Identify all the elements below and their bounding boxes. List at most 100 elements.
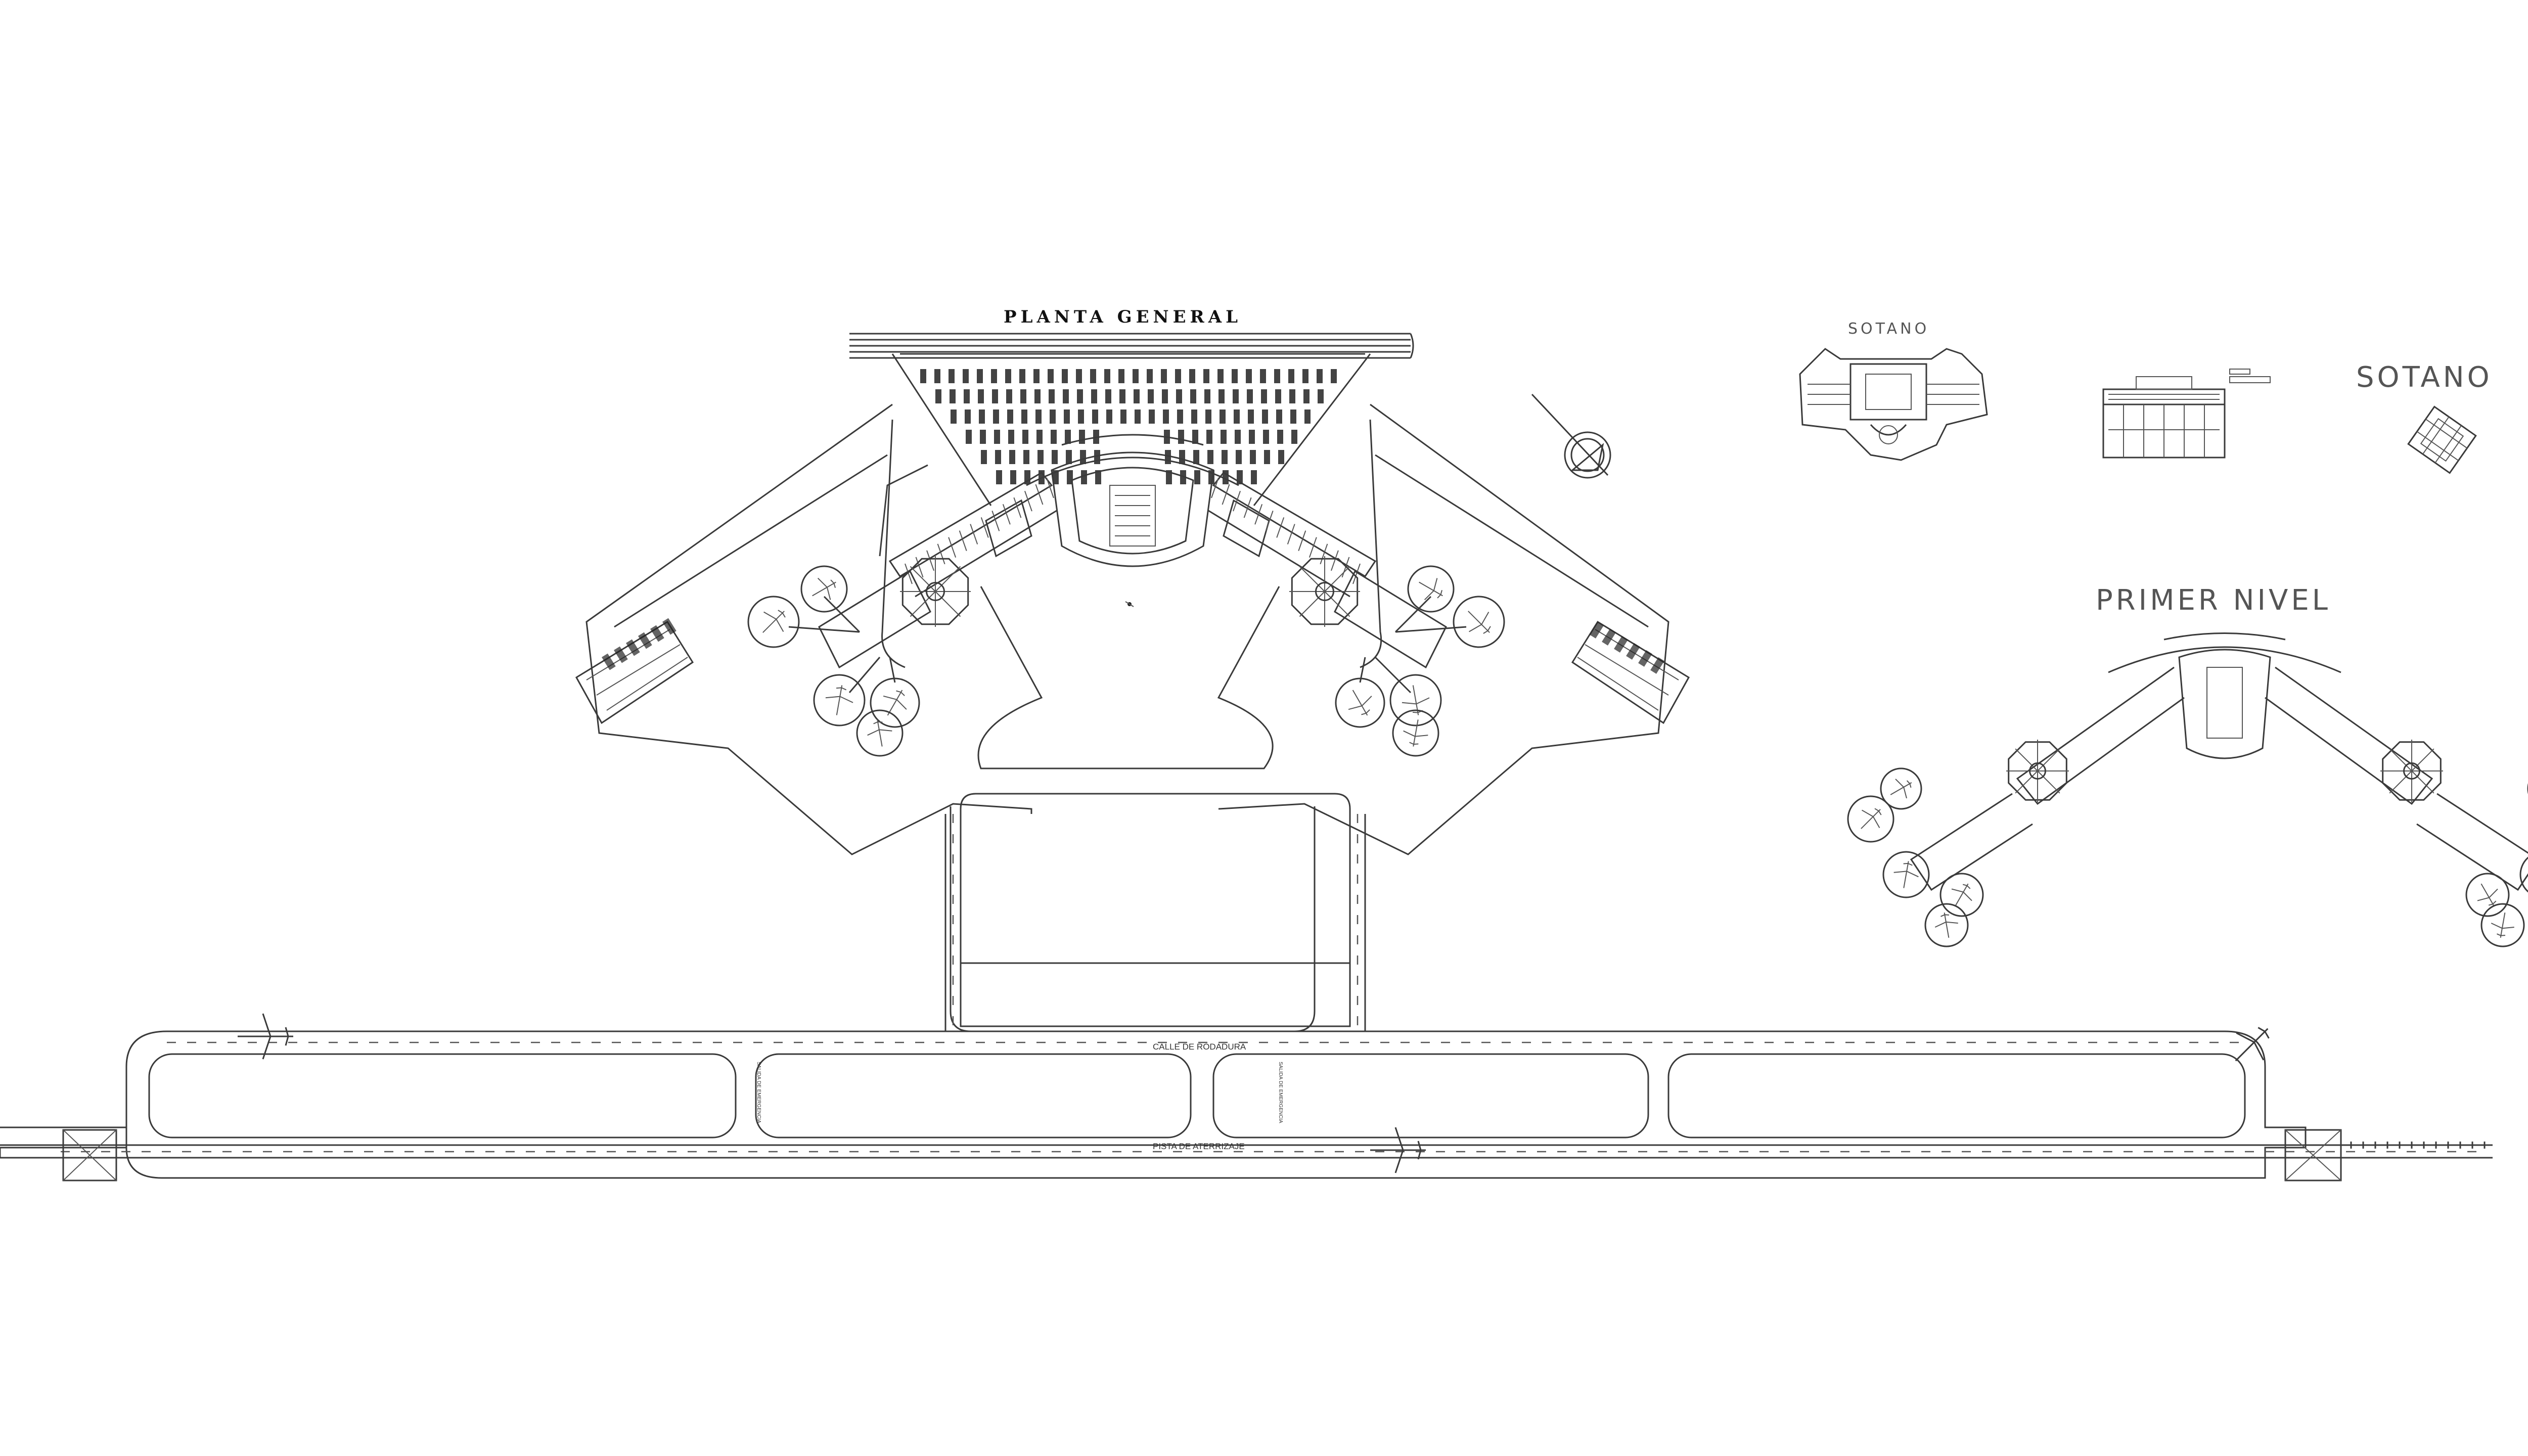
runway-system: CALLE DE RODADURA PISTA DE ATERRIZAJE SA…: [0, 1013, 2493, 1181]
parking-stall: [1166, 470, 1172, 484]
parking-stall: [1276, 410, 1282, 424]
wing-hatch: [926, 550, 935, 571]
parking-stall: [1193, 450, 1199, 464]
hub-spoke: [935, 591, 961, 617]
parking-stall: [993, 410, 999, 424]
parking-stall: [1263, 430, 1269, 444]
wing-hatch: [937, 543, 945, 565]
right-wing: [1208, 472, 1447, 669]
taxiway-label: CALLE DE RODADURA: [1153, 1042, 1246, 1052]
parking-stall: [1251, 470, 1257, 484]
airplane-icon: [2477, 883, 2498, 906]
parking-stall: [1203, 369, 1209, 383]
wing-hatch: [1330, 550, 1339, 571]
planta-general-title: PLANTA GENERAL: [1004, 307, 1242, 327]
parking-stall: [1260, 369, 1266, 383]
parking-stall: [1318, 389, 1324, 403]
wing-hatch: [905, 563, 913, 584]
parking-stall: [1104, 369, 1110, 383]
parking-stall: [1009, 450, 1015, 464]
hub-spoke: [2389, 770, 2412, 794]
parking-stall: [950, 389, 956, 403]
parking-stall: [979, 410, 985, 424]
parking-stall: [1290, 410, 1296, 424]
airplane-icon: [1934, 913, 1958, 938]
jet-bridge: [1395, 626, 1467, 633]
right-remote-building: [1571, 620, 1690, 724]
airplane-icon: [1893, 861, 1919, 888]
stand-block: [638, 632, 652, 649]
parking-stall: [1248, 410, 1254, 424]
gate-circle: [870, 677, 920, 728]
wing-hatch: [1013, 497, 1022, 518]
parking-stall: [1005, 369, 1011, 383]
parking-stall: [1220, 410, 1226, 424]
parking-stall: [1177, 410, 1183, 424]
drop-off-curve: [1061, 434, 1204, 446]
hub-octagon: [2008, 741, 2067, 801]
gate-circle: [2519, 856, 2528, 893]
gate-circle: [1453, 596, 1505, 648]
parking-stall: [1035, 410, 1042, 424]
parking-stall: [1207, 450, 1213, 464]
parking-stall: [1118, 369, 1124, 383]
parking-stall: [1163, 410, 1169, 424]
hub-spoke: [2037, 770, 2060, 794]
wing-hatch: [1024, 490, 1032, 512]
parking-stall: [935, 389, 941, 403]
parking-stall: [1275, 389, 1281, 403]
wing-hatch: [1352, 563, 1361, 584]
parking-stall: [1053, 470, 1059, 484]
parking-stall: [1034, 389, 1041, 403]
jet-bridge: [823, 596, 861, 633]
hub-spoke: [2015, 748, 2038, 771]
parking-stall: [1081, 470, 1087, 484]
parking-stall: [992, 389, 998, 403]
parking-stall: [980, 430, 986, 444]
airplane-icon: [1348, 690, 1372, 716]
sotano-plan-1: SOTANO: [1799, 320, 1988, 461]
apron-outline: [585, 403, 1669, 1032]
parking-stall: [977, 369, 983, 383]
parking-stall: [1234, 410, 1240, 424]
parking-stall: [996, 470, 1002, 484]
hub-octagon: [901, 558, 969, 625]
parking-stall: [949, 369, 955, 383]
airplane-icon: [2235, 1027, 2270, 1062]
parking-stall: [1119, 389, 1125, 403]
parking-stall: [964, 389, 970, 403]
parking-stall: [981, 450, 987, 464]
parking-stall: [1091, 389, 1097, 403]
parking-stall: [1317, 369, 1323, 383]
parking-stall: [1249, 430, 1255, 444]
parking-stall: [1077, 389, 1083, 403]
parking-stall: [1133, 369, 1139, 383]
parking-stall: [1331, 369, 1337, 383]
parking-stall: [1278, 450, 1284, 464]
terminal-building: [1026, 451, 1239, 567]
central-apron: [944, 793, 1366, 1031]
wing-hatch: [948, 537, 957, 558]
parking-stall: [1176, 389, 1182, 403]
parking-stall: [1161, 369, 1167, 383]
parking-stall: [1246, 369, 1252, 383]
gate-positions: [747, 565, 1505, 757]
parking-stall: [978, 389, 984, 403]
stand-block: [626, 639, 640, 656]
parking-stall: [1180, 470, 1186, 484]
hub-spoke: [1299, 566, 1325, 592]
wing-hatch: [1265, 511, 1274, 531]
gate-circle: [1335, 677, 1385, 728]
parking-stall: [1037, 450, 1044, 464]
stand-block: [1626, 643, 1640, 660]
parking-area: [891, 353, 1371, 506]
hub-core: [1315, 582, 1334, 601]
gate-circle: [1939, 873, 1984, 917]
parking-stall: [1175, 369, 1181, 383]
jet-bridge: [788, 626, 860, 633]
stand-block: [1650, 657, 1664, 674]
airplane-icon: [1403, 719, 1428, 747]
parking-stall: [1303, 389, 1310, 403]
parking-stall: [1222, 450, 1228, 464]
parking-stall: [1149, 410, 1155, 424]
